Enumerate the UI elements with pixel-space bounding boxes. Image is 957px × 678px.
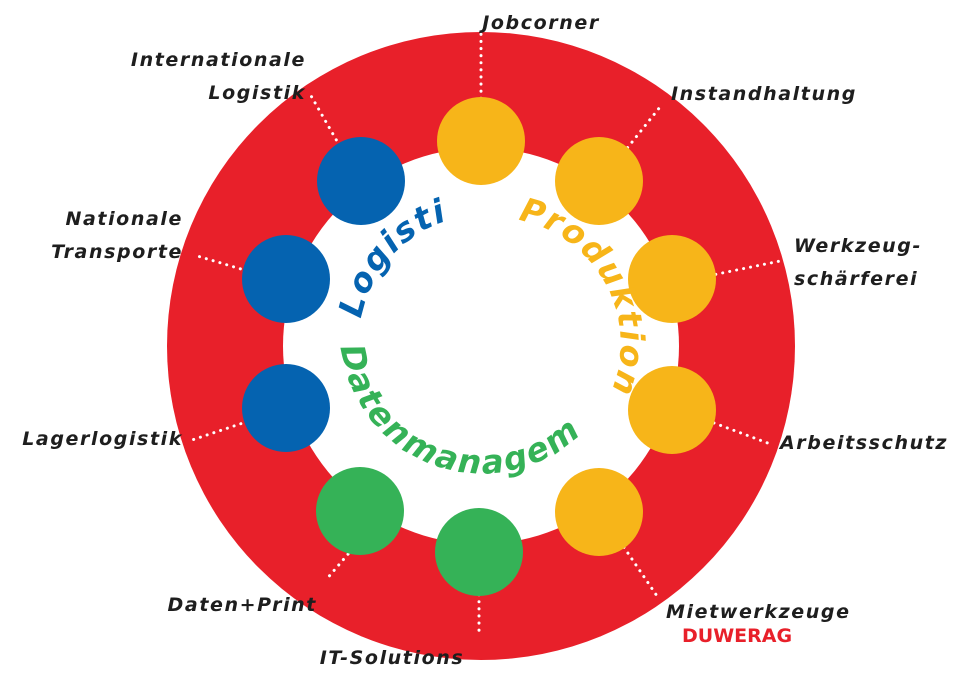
- label-line: Lagerlogistik: [22, 428, 183, 450]
- node-jobcorner: [437, 97, 525, 185]
- label-lagerlogistik: Lagerlogistik: [22, 428, 183, 450]
- label-line: Nationale: [65, 208, 183, 230]
- label-line: schärferei: [794, 268, 918, 290]
- label-line: Jobcorner: [478, 12, 600, 34]
- label-werkzeugschaerferei: Werkzeug-schärferei: [794, 235, 922, 290]
- label-line: Instandhaltung: [671, 83, 857, 105]
- label-arbeitsschutz: Arbeitsschutz: [778, 432, 948, 454]
- connector-werkzeugschaerferei: [672, 258, 787, 285]
- node-nationale-transporte: [242, 235, 330, 323]
- label-instandhaltung: Instandhaltung: [671, 83, 857, 105]
- node-daten-print: [316, 467, 404, 555]
- node-arbeitsschutz: [628, 366, 716, 454]
- label-mietwerkzeuge: Mietwerkzeuge: [666, 601, 851, 623]
- node-mietwerkzeuge: [555, 468, 643, 556]
- connector-lagerlogistik: [190, 406, 290, 442]
- label-line: Werkzeug-: [794, 235, 922, 257]
- duwerag-logo: DUWERAG: [682, 625, 792, 647]
- connector-internationale-logistik: [308, 92, 363, 185]
- node-lagerlogistik: [242, 364, 330, 452]
- label-daten-print: Daten+Print: [168, 594, 317, 616]
- connector-mietwerkzeuge: [598, 510, 659, 598]
- label-line: Arbeitsschutz: [778, 432, 948, 454]
- node-internationale-logistik: [317, 137, 405, 225]
- label-line: IT-Solutions: [320, 647, 465, 669]
- label-line: Logistik: [208, 82, 306, 104]
- node-it-solutions: [435, 508, 523, 596]
- label-line: Daten+Print: [168, 594, 317, 616]
- label-line: Transporte: [51, 241, 183, 263]
- service-labels: JobcornerInstandhaltungWerkzeug-schärfer…: [22, 12, 948, 669]
- label-line: Mietwerkzeuge: [666, 601, 851, 623]
- label-jobcorner: Jobcorner: [478, 12, 600, 34]
- label-line: Internationale: [131, 49, 306, 71]
- node-instandhaltung: [555, 137, 643, 225]
- inner-disc: [283, 148, 679, 544]
- label-it-solutions: IT-Solutions: [320, 647, 465, 669]
- node-werkzeugschaerferei: [628, 235, 716, 323]
- service-nodes: [242, 97, 716, 596]
- connector-nationale-transporte: [192, 253, 290, 285]
